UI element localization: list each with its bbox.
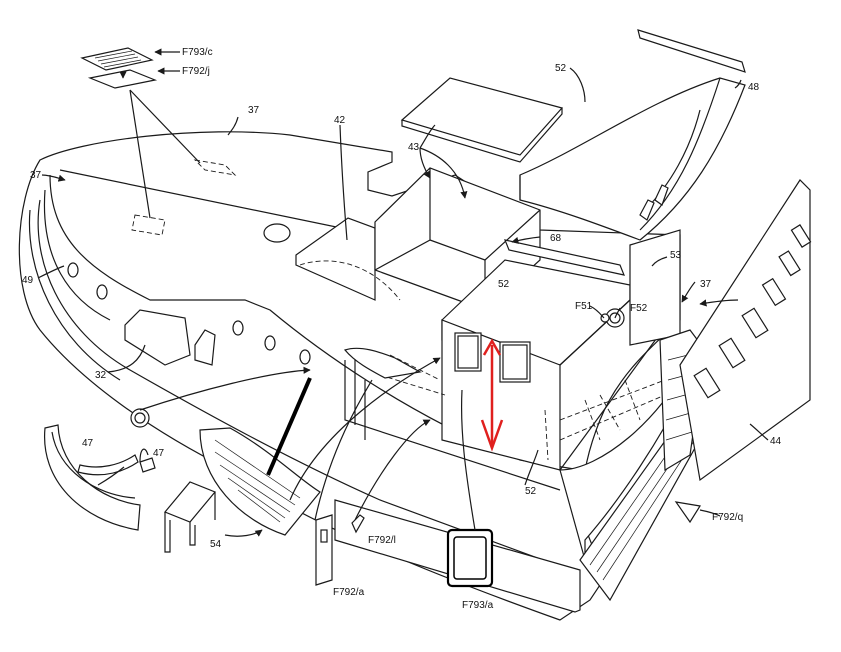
rail-48 bbox=[637, 29, 746, 73]
transom-47 bbox=[44, 424, 156, 531]
label-53: 53 bbox=[670, 250, 682, 261]
label-37: 37 bbox=[30, 170, 42, 181]
label-f52: F52 bbox=[630, 303, 648, 314]
roof-52 bbox=[519, 29, 746, 241]
porthole bbox=[96, 284, 108, 300]
porthole bbox=[264, 335, 276, 351]
label-43: 43 bbox=[408, 142, 420, 153]
label-f792l: F792/l bbox=[368, 535, 396, 546]
aft-deck-54 bbox=[164, 377, 321, 553]
label-f792j: F792/j bbox=[182, 66, 210, 77]
label-48: 48 bbox=[748, 82, 760, 93]
side-wall-44 bbox=[679, 179, 812, 482]
label-32: 32 bbox=[95, 370, 107, 381]
wheelhouse-52 bbox=[379, 229, 681, 471]
label-49: 49 bbox=[22, 275, 34, 286]
label-68: 68 bbox=[550, 233, 562, 244]
label-54: 54 bbox=[210, 539, 222, 550]
porthole bbox=[232, 320, 244, 336]
label-f51: F51 bbox=[575, 301, 593, 312]
label-47: 47 bbox=[82, 438, 94, 449]
vent-grille bbox=[80, 47, 158, 89]
porthole bbox=[67, 262, 79, 278]
label-52: 52 bbox=[555, 63, 567, 74]
part-f792l bbox=[351, 514, 365, 534]
label-52: 52 bbox=[525, 486, 537, 497]
roof-panel-43 bbox=[400, 77, 564, 156]
hatch-ring bbox=[130, 408, 150, 428]
door-f793a bbox=[446, 528, 494, 588]
part-f792q bbox=[674, 501, 701, 524]
label-f792a: F792/a bbox=[333, 587, 365, 598]
porthole bbox=[299, 349, 311, 365]
label-37: 37 bbox=[700, 279, 712, 290]
label-42: 42 bbox=[334, 115, 346, 126]
red-double-arrow bbox=[480, 338, 504, 452]
part-labels: 37 37 37 42 43 52 52 52 48 68 53 49 32 4… bbox=[22, 47, 782, 611]
label-44: 44 bbox=[770, 436, 782, 447]
label-47: 47 bbox=[153, 448, 165, 459]
bar-68 bbox=[504, 239, 625, 276]
label-52: 52 bbox=[498, 279, 510, 290]
label-f792q: F792/q bbox=[712, 512, 743, 523]
leader-lines bbox=[37, 48, 769, 537]
label-37: 37 bbox=[248, 105, 260, 116]
door-f792a bbox=[315, 514, 333, 586]
label-f793c: F793/c bbox=[182, 47, 213, 58]
label-f793a: F793/a bbox=[462, 600, 494, 611]
